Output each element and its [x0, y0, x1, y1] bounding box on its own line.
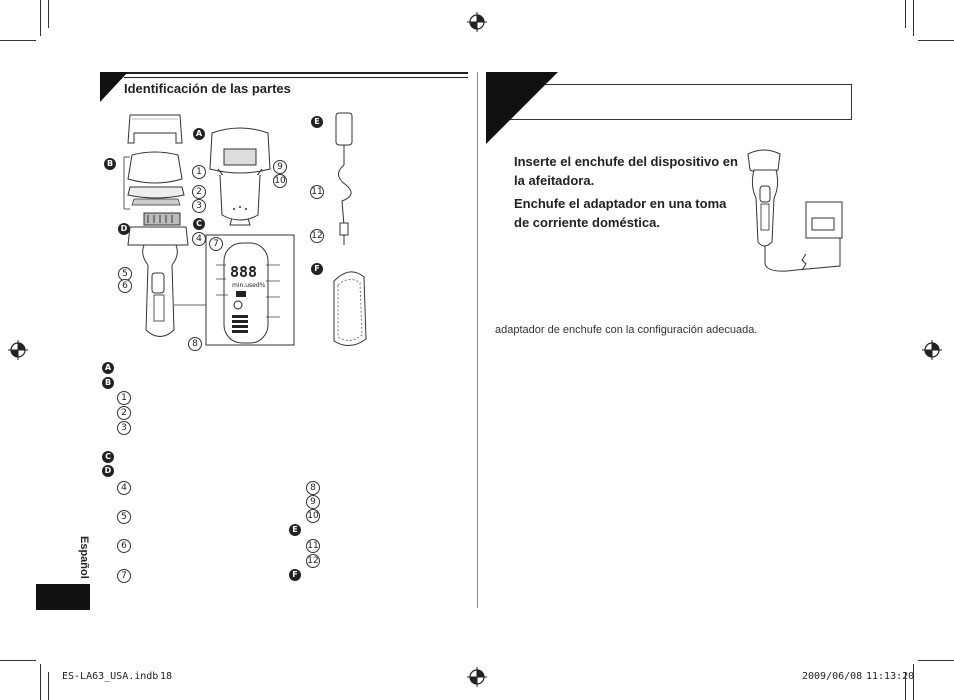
footer-filename: ES-LA63_USA.indb	[62, 671, 159, 682]
crop-mark	[918, 40, 954, 41]
crop-mark	[0, 40, 36, 41]
right-header-corner-icon	[486, 72, 558, 144]
registration-mark-icon	[8, 340, 28, 360]
right-header-box	[486, 84, 852, 120]
registration-mark-icon	[922, 340, 942, 360]
label-11: 11	[310, 185, 324, 199]
footer-page-number: 18	[160, 671, 173, 682]
label-e-badge: E	[311, 116, 323, 128]
legend-3: 3	[117, 421, 131, 435]
outer-foil-illustration	[123, 151, 185, 210]
section-title: Identificación de las partes	[124, 81, 291, 96]
legend-6: 6	[117, 539, 131, 553]
section-header-rule	[100, 72, 468, 74]
shaver-body-illustration	[127, 212, 189, 337]
label-4: 4	[192, 232, 206, 246]
label-b-badge: B	[104, 158, 116, 170]
legend-7: 7	[117, 569, 131, 583]
label-12: 12	[310, 229, 324, 243]
crop-mark	[913, 664, 914, 700]
crop-mark	[48, 0, 49, 28]
legend-12: 12	[306, 554, 320, 568]
legend-c-badge: C	[102, 451, 114, 463]
legend-8: 8	[306, 481, 320, 495]
section-header-rule	[124, 77, 468, 78]
note-text: adaptador de enchufe con la configuració…	[495, 324, 758, 336]
legend-5: 5	[117, 510, 131, 524]
crop-mark	[0, 660, 36, 661]
legend-b-badge: B	[102, 377, 114, 389]
label-9: 9	[273, 160, 287, 174]
label-8: 8	[188, 337, 202, 351]
crop-mark	[48, 672, 49, 700]
pouch-illustration	[333, 271, 367, 346]
instruction-step-2: Enchufe el adaptador en una toma de corr…	[514, 196, 727, 230]
display-digits: 888	[230, 263, 257, 281]
label-3: 3	[192, 199, 206, 213]
crop-mark	[913, 0, 914, 36]
legend-11: 11	[306, 539, 320, 553]
ac-adaptor-illustration	[335, 112, 353, 245]
legend-4: 4	[117, 481, 131, 495]
label-c-badge: C	[193, 218, 205, 230]
crop-mark	[905, 0, 906, 28]
legend-a-badge: A	[102, 362, 114, 374]
crop-mark	[918, 660, 954, 661]
label-2: 2	[192, 185, 206, 199]
footer-time: 11:13:20	[866, 671, 915, 682]
label-6: 6	[118, 279, 132, 293]
legend-e-badge: E	[289, 524, 301, 536]
charging-illustration	[747, 149, 843, 272]
crop-mark	[40, 664, 41, 700]
registration-mark-icon	[467, 667, 487, 687]
instruction-step-1: Inserte el enchufe del dispositivo en la…	[514, 154, 738, 188]
label-1: 1	[192, 165, 206, 179]
crop-mark	[905, 672, 906, 700]
legend-1: 1	[117, 391, 131, 405]
label-7: 7	[209, 237, 223, 251]
column-divider	[477, 72, 478, 608]
crop-mark	[40, 0, 41, 36]
outer-foil-cover-illustration	[127, 114, 183, 144]
legend-10: 10	[306, 509, 320, 523]
legend-f-badge: F	[289, 569, 301, 581]
parts-diagram: 888 min.used%	[123, 112, 367, 346]
legend-9: 9	[306, 495, 320, 509]
footer-date: 2009/06/08	[802, 671, 863, 682]
legend-2: 2	[117, 406, 131, 420]
label-f-badge: F	[311, 263, 323, 275]
label-10: 10	[273, 174, 287, 188]
display-panel-illustration: 888 min.used%	[174, 234, 295, 346]
shaver-front-illustration	[209, 127, 271, 226]
section-corner-icon	[100, 72, 128, 102]
registration-mark-icon	[467, 12, 487, 32]
language-tab-label: Español	[78, 536, 90, 579]
language-tab-block	[36, 584, 90, 610]
legend-d-badge: D	[102, 465, 114, 477]
label-d-badge: D	[118, 223, 130, 235]
display-unit-text: min.used%	[232, 282, 266, 289]
label-a-badge: A	[193, 128, 205, 140]
language-tab	[36, 528, 90, 610]
